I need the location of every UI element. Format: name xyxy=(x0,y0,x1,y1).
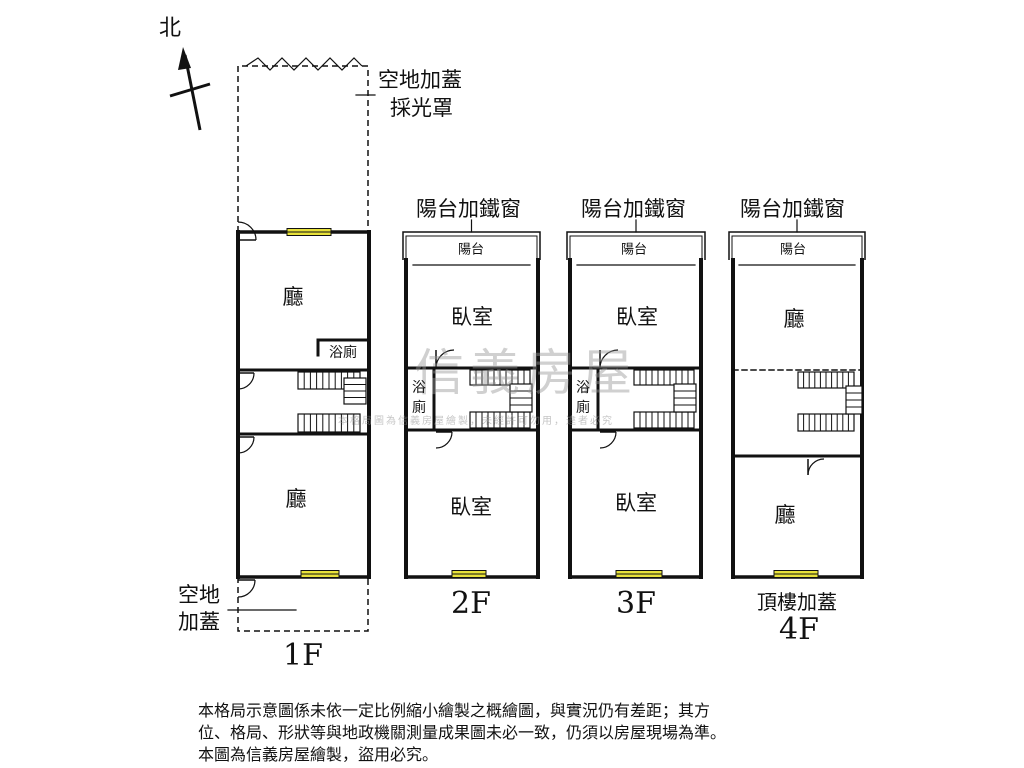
bathroom-label-2f-2: 廁 xyxy=(412,400,426,416)
balcony-rail-4f xyxy=(731,235,863,260)
room-living-4f-top: 廳 xyxy=(783,307,805,331)
stairs-4f-upper xyxy=(797,371,855,389)
room-living-1f-top: 廳 xyxy=(282,285,304,309)
disclaimer-line-1: 本格局示意圖係未依一定比例縮小繪製之概繪圖，與實況仍有差距；其方 xyxy=(198,701,711,720)
balcony-label-4f: 陽台 xyxy=(779,242,807,258)
open-space-outline xyxy=(237,577,369,632)
stairs-2f-upper xyxy=(469,369,531,386)
disclaimer-line-3: 本圖為信義房屋繪製，盜用必究。 xyxy=(198,745,439,764)
stairs-2f-landing xyxy=(509,383,533,413)
room-bedroom-2f-bottom: 臥室 xyxy=(450,495,492,519)
skylight-zigzag xyxy=(245,57,363,71)
door-1f-mid-swing xyxy=(237,372,255,390)
balcony-label-3f: 陽台 xyxy=(620,242,648,258)
floor-label-2f: 2F xyxy=(451,586,491,621)
balcony-window-label-2f: 陽台加鐵窗 xyxy=(416,197,521,221)
north-arrow-head xyxy=(178,47,191,70)
floor-sublabel-4f: 頂樓加蓋 xyxy=(757,590,837,614)
floor-label-1f: 1F xyxy=(283,638,323,673)
skylight-outline xyxy=(237,65,369,232)
stairs-3f-upper xyxy=(633,369,695,386)
open-space-label-2: 加蓋 xyxy=(178,610,220,634)
room-bedroom-3f-bottom: 臥室 xyxy=(615,491,657,515)
disclaimer-note: 本格局示意圖係未依一定比例縮小繪製之概繪圖，與實況仍有差距；其方 位、格局、形狀… xyxy=(198,700,726,766)
north-label: 北 xyxy=(159,16,182,41)
door-1f-stair-swing xyxy=(237,436,255,454)
watermark-sub: 本格局圖為信義房屋繪製，未經許可勿用，違者必究 xyxy=(338,416,614,427)
room-living-1f-bottom: 廳 xyxy=(285,487,307,511)
stairs-1f-lower xyxy=(297,413,361,433)
bathroom-label-2f-1: 浴 xyxy=(412,380,426,396)
watermark-brand: 信義房屋 xyxy=(414,344,638,402)
balcony-rail-3f xyxy=(569,235,703,260)
disclaimer-line-2: 位、格局、形狀等與地政機關測量成果圖未必一致，仍須以房屋現場為準。 xyxy=(198,723,727,742)
door-2f-bedroom-swing xyxy=(435,431,453,449)
balcony-label-2f: 陽台 xyxy=(457,242,485,258)
floor-label-4f: 4F xyxy=(779,612,819,647)
room-bedroom-3f-top: 臥室 xyxy=(616,305,658,329)
stairs-3f-lower xyxy=(633,411,695,429)
door-1f-north-swing xyxy=(237,221,257,241)
stairs-3f-landing xyxy=(673,383,697,413)
north-arrow-crossbar xyxy=(169,82,211,98)
door-3f-bath-swing xyxy=(599,349,619,369)
walls xyxy=(236,230,864,579)
bathroom-label-3f-1: 浴 xyxy=(576,380,590,396)
balcony-window-label-3f: 陽台加鐵窗 xyxy=(581,197,686,221)
stairs-2f-lower xyxy=(469,411,531,429)
door-4f-living-swing xyxy=(807,458,825,476)
bathroom-label-3f-2: 廁 xyxy=(576,400,590,416)
stairs-4f-landing xyxy=(845,385,863,415)
balcony-window-label-4f: 陽台加鐵窗 xyxy=(740,197,845,221)
balcony-rail-2f xyxy=(405,235,538,260)
stairs-4f-lower xyxy=(797,413,855,432)
door-2f-bath-swing xyxy=(435,349,455,369)
floor-label-3f: 3F xyxy=(616,586,656,621)
skylight-label-1: 空地加蓋 xyxy=(378,68,462,92)
bathroom-label-1f: 浴廁 xyxy=(329,345,357,361)
skylight-label-2: 採光罩 xyxy=(390,96,453,120)
room-bedroom-2f-top: 臥室 xyxy=(451,305,493,329)
stairs-1f-landing xyxy=(343,377,367,405)
door-3f-bedroom-swing xyxy=(599,431,617,449)
door-1f-south-swing xyxy=(237,579,256,598)
open-space-label-1: 空地 xyxy=(178,583,220,607)
room-living-4f-bottom: 廳 xyxy=(774,503,796,527)
fixtures xyxy=(169,47,866,632)
